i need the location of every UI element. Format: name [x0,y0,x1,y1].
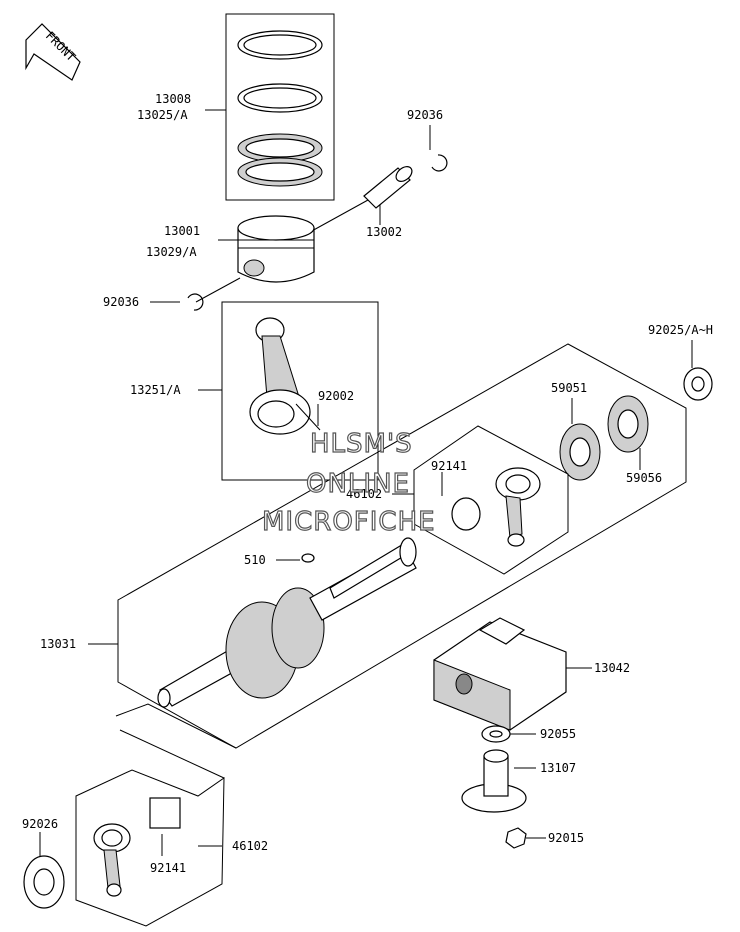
label-59056: 59056 [626,471,662,485]
label-92141-top: 92141 [431,459,467,473]
label-13031: 13031 [40,637,76,651]
circlip-icon [431,154,448,172]
label-92055: 92055 [540,727,576,741]
balancer-weight [433,617,567,731]
label-13042: 13042 [594,661,630,675]
conrod-assembly-box [413,425,569,575]
label-13001: 13001 [164,224,200,238]
label-92036-left: 92036 [103,295,139,309]
label-92141-bottom: 92141 [150,861,186,875]
piston-ring-set [225,13,335,201]
label-510: 510 [244,553,266,567]
watermark-line3: MICROFICHE [262,507,436,537]
label-46102-bottom: 46102 [232,839,268,853]
label-13002: 13002 [366,225,402,239]
label-92015: 92015 [548,831,584,845]
watermark-line1: HLSM'S [310,429,413,459]
conrod-small-icon [451,467,541,547]
label-92002: 92002 [318,389,354,403]
label-13029a: 13029/A [146,245,197,259]
label-13025a: 13025/A [137,108,188,122]
lower-conrod-icon [93,797,181,897]
crankshaft [157,537,417,708]
piston-pin [363,166,413,209]
label-92026: 92026 [22,817,58,831]
crankshaft-group-outline [117,343,687,749]
piston [237,215,315,283]
label-92036-top: 92036 [407,108,443,122]
spindle-13107 [461,749,527,813]
woodruff-key-icon [301,553,315,563]
label-13251a: 13251/A [130,383,181,397]
label-59051: 59051 [551,381,587,395]
label-46102-top: 46102 [346,487,382,501]
circlip-icon [187,293,204,311]
lower-conrod-box [75,769,225,927]
label-13008: 13008 [155,92,191,106]
label-13107: 13107 [540,761,576,775]
label-92025ah: 92025/A~H [648,323,713,337]
gear-59056-icon [607,395,649,453]
watermark-line2: ONLINE [306,469,410,499]
connecting-rod [249,317,321,435]
front-arrow-icon: FRONT [25,23,81,81]
gear-59051-icon [559,423,601,481]
nut-92015-icon [505,827,527,849]
